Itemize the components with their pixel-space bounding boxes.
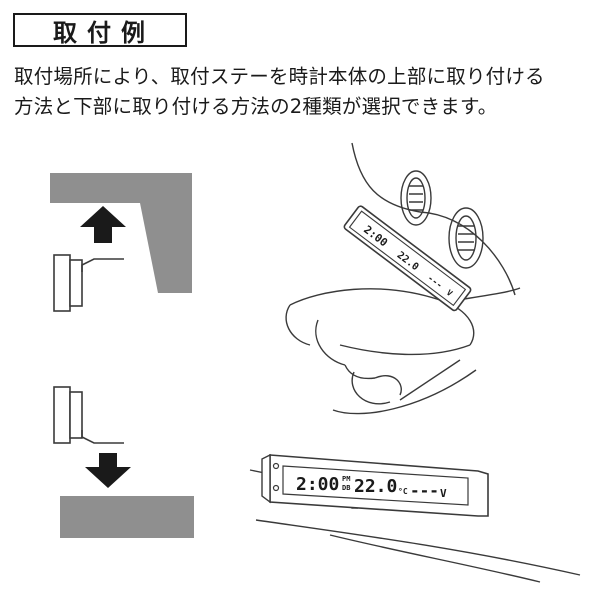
description: 取付場所により、取付ステーを時計本体の上部に取り付ける 方法と下部に取り付ける方… <box>14 62 589 122</box>
lower-mount-diagram <box>53 386 194 538</box>
indicator-led <box>272 462 280 470</box>
clock-voltage: --- <box>410 481 439 500</box>
upper-mount-diagram <box>50 173 192 312</box>
clock-ampm-bottom: DB <box>342 484 350 492</box>
clock-temperature: 22.0 <box>354 476 397 497</box>
section-heading-text: 取付例 <box>53 18 155 47</box>
description-line-1: 取付場所により、取付ステーを時計本体の上部に取り付ける <box>14 65 545 88</box>
clock-time: 2:00 <box>296 474 339 495</box>
clock-front: 2:00 PM DB 22.0 °C --- V <box>261 453 489 517</box>
clock-voltage-unit-small: V <box>445 288 454 298</box>
description-line-2: 方法と下部に取り付ける方法の2種類が選択できます。 <box>14 95 498 118</box>
up-arrow-icon <box>80 206 126 243</box>
clock-side-body <box>53 386 71 444</box>
clock-ampm-top: PM <box>342 475 350 483</box>
air-vent-left <box>400 170 432 226</box>
indicator-led <box>272 484 280 492</box>
mounted-clock-angled: 2:00 22.0 --- V <box>343 205 472 312</box>
ceiling-surface <box>50 173 192 293</box>
section-heading: 取付例 <box>13 13 187 47</box>
clock-temp-unit: °C <box>398 487 408 496</box>
mounting-stay <box>81 430 124 444</box>
mounting-stay <box>81 258 124 272</box>
floor-surface <box>60 496 194 538</box>
air-vent-right <box>448 207 484 269</box>
clock-side-body <box>53 254 71 312</box>
down-arrow-icon <box>85 453 131 488</box>
clock-voltage-unit: V <box>440 487 447 500</box>
